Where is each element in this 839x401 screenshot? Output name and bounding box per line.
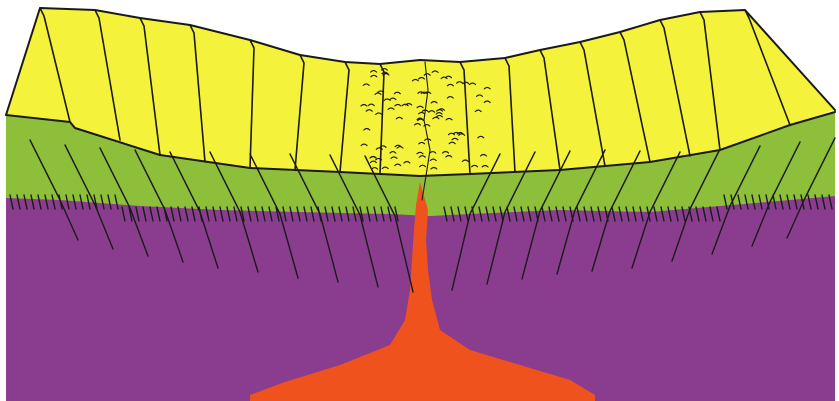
rift-valley-diagram — [0, 0, 839, 401]
